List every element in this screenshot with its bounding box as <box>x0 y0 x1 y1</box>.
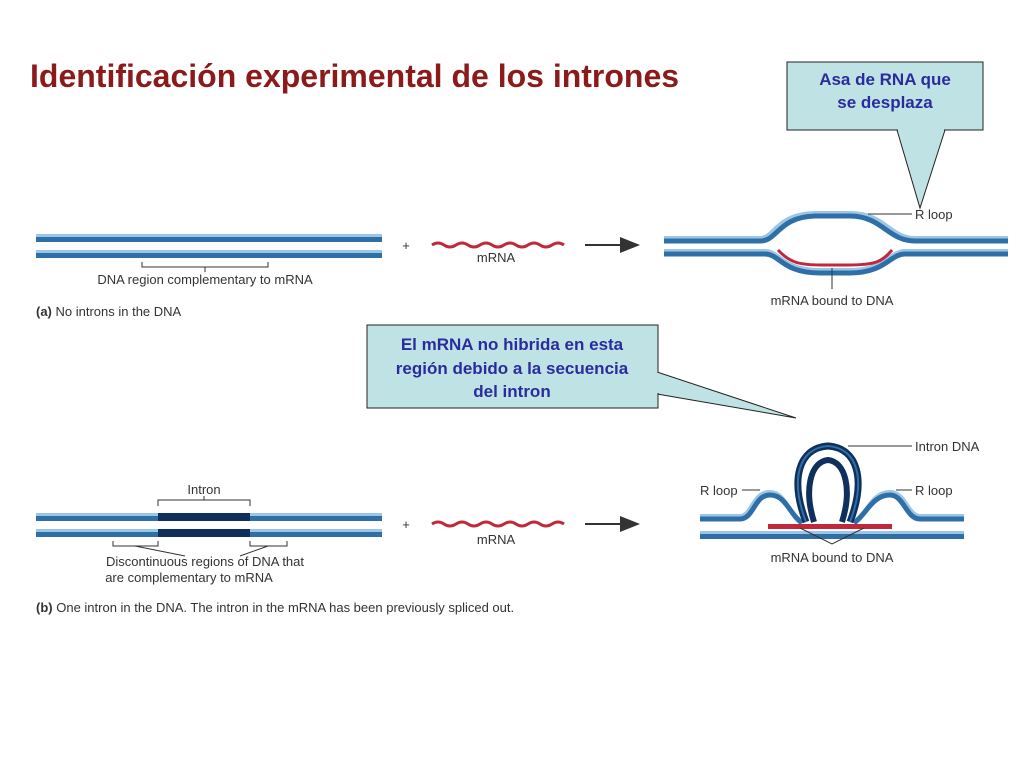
panel-b-exon-bracket-left <box>112 541 159 547</box>
panel-b-plus: + <box>402 517 410 532</box>
panel-b-caption-tag: (b) <box>36 600 53 615</box>
panel-a-plus: + <box>402 238 410 253</box>
panel-a-rloop <box>664 211 1008 276</box>
callout-mid: El mRNA no hibrida en esta región debido… <box>366 324 797 419</box>
panel-a-caption-text: No introns in the DNA <box>52 304 182 319</box>
panel-b-bound-pointer <box>799 527 865 545</box>
panel-b-rloop-left-label: R loop <box>700 483 738 498</box>
panel-b-dna <box>36 513 382 537</box>
panel-b-rloop <box>700 442 964 539</box>
panel-b-disc-line1: Discontinuous regions of DNA that <box>106 554 304 569</box>
panel-b-exon-bracket-right <box>249 541 288 547</box>
callout-top: Asa de RNA que se desplaza <box>786 61 984 210</box>
panel-a-bound-label: mRNA bound to DNA <box>771 293 894 308</box>
panel-b-disc-pointer <box>134 545 269 557</box>
panel-b-disc-line2: are complementary to mRNA <box>105 570 273 585</box>
callout-top-line1: Asa de RNA que <box>819 70 951 89</box>
callout-mid-line1: El mRNA no hibrida en esta <box>401 335 624 354</box>
panel-a-mrna-label: mRNA <box>477 250 516 265</box>
page-title: Identificación experimental de los intro… <box>30 58 680 94</box>
panel-a-region-label: DNA region complementary to mRNA <box>97 272 313 287</box>
panel-b-intron-dna-label: Intron DNA <box>915 439 980 454</box>
panel-a-dna <box>36 234 382 258</box>
panel-b-intron-bracket <box>157 496 251 506</box>
panel-a-caption: (a) No introns in the DNA <box>36 304 182 319</box>
callout-mid-line3: del intron <box>473 382 550 401</box>
callout-mid-line2: región debido a la secuencia <box>396 359 629 378</box>
callout-top-line2: se desplaza <box>837 93 933 112</box>
panel-a-caption-tag: (a) <box>36 304 52 319</box>
panel-b-intron-label: Intron <box>187 482 220 497</box>
panel-a-region-bracket <box>141 262 269 272</box>
panel-b-caption: (b) One intron in the DNA. The intron in… <box>36 600 514 615</box>
panel-a-mrna-wave <box>431 241 565 249</box>
panel-b-caption-text: One intron in the DNA. The intron in the… <box>53 600 515 615</box>
panel-b-mrna-label: mRNA <box>477 532 516 547</box>
panel-b-rloop-right-label: R loop <box>915 483 953 498</box>
panel-b-mrna-wave <box>431 520 565 528</box>
panel-a-rloop-label: R loop <box>915 207 953 222</box>
panel-b-bound-label: mRNA bound to DNA <box>771 550 894 565</box>
